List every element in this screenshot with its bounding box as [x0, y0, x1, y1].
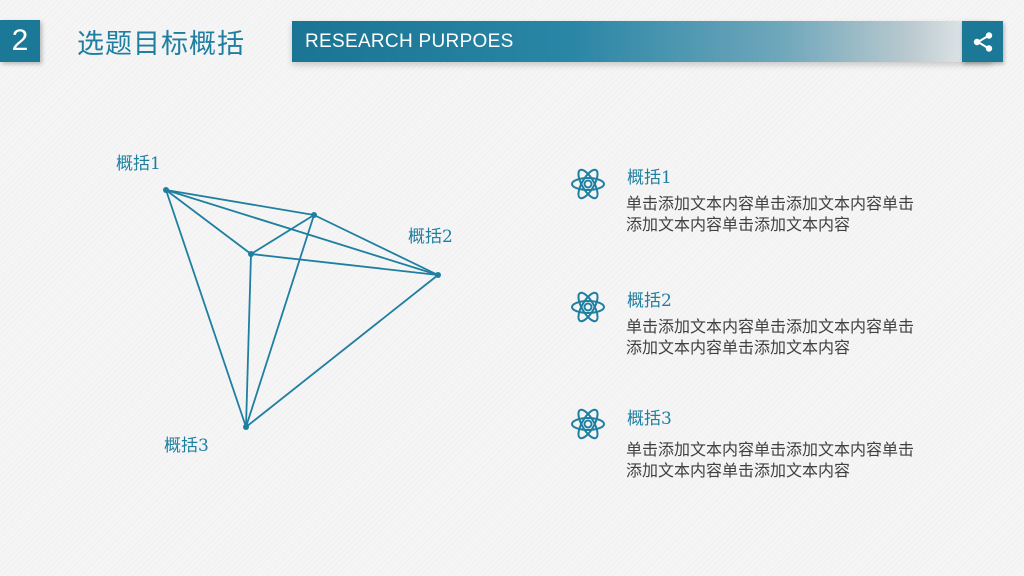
share-icon: [973, 31, 992, 52]
atom-icon: [571, 291, 605, 323]
section-number: 2: [0, 20, 40, 62]
vertex-label-3: 概括3: [164, 436, 209, 456]
share-button[interactable]: [962, 21, 1003, 62]
item-title-1: 概括1: [627, 168, 672, 188]
item-text-2: 单击添加文本内容单击添加文本内容单击添加文本内容单击添加文本内容: [626, 317, 915, 357]
atom-icon: [571, 408, 605, 440]
atom-icon: [571, 168, 605, 200]
vertex-label-1: 概括1: [116, 154, 161, 174]
item-title-3: 概括3: [627, 409, 672, 429]
subtitle-en: RESEARCH PURPOES: [305, 31, 514, 52]
item-text-3: 单击添加文本内容单击添加文本内容单击添加文本内容单击添加文本内容: [626, 440, 915, 480]
item-text-1: 单击添加文本内容单击添加文本内容单击添加文本内容单击添加文本内容: [626, 194, 915, 234]
vertex-label-2: 概括2: [408, 227, 453, 247]
item-title-2: 概括2: [627, 291, 672, 311]
page-title: 选题目标概括: [77, 29, 245, 60]
subtitle-bar: [292, 21, 992, 62]
